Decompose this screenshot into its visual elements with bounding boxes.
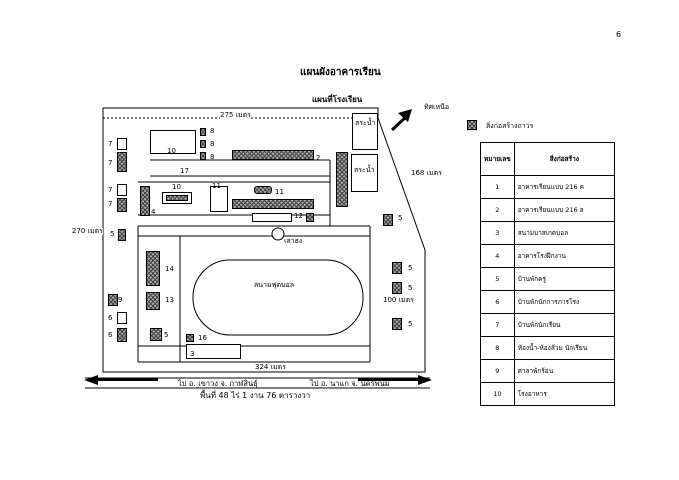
- building-label: 4: [151, 208, 156, 216]
- pool-north: สระน้ำ: [352, 113, 378, 150]
- building-9: [108, 294, 118, 306]
- building-7b: [117, 152, 127, 172]
- building-2: [232, 150, 314, 160]
- building-12-annex: [306, 213, 314, 222]
- building-label: 7: [108, 186, 113, 194]
- building-label: 12: [294, 212, 303, 220]
- building-label: 6: [108, 314, 113, 322]
- building-6a: [117, 312, 127, 324]
- building-label: 8: [210, 153, 215, 161]
- building-label: 7: [108, 200, 113, 208]
- building-16: [186, 334, 194, 342]
- building-7a: [117, 138, 127, 150]
- road-left-label: ไป อ. เขาวง จ. กาฬสินธุ์: [178, 379, 258, 388]
- building-11: [254, 186, 272, 194]
- building-4: [140, 186, 150, 216]
- legend-header-row: หมายเลข สิ่งก่อสร้าง: [480, 142, 616, 176]
- building-10-hatched: [166, 195, 188, 201]
- pool-east: สระน้ำ: [351, 154, 378, 192]
- building-13: [146, 292, 160, 310]
- building-label: 8: [210, 127, 215, 135]
- basketball-court: [186, 344, 241, 359]
- legend-header-no: หมายเลข: [480, 142, 515, 176]
- building-5-east-c: [392, 282, 402, 294]
- building-8b: [200, 140, 206, 148]
- building-label: 11: [275, 188, 284, 196]
- building-6b: [117, 328, 127, 342]
- building-5-east-a: [383, 214, 393, 226]
- building-1: [232, 199, 314, 209]
- building-14: [146, 251, 160, 286]
- building-east-strip: [336, 152, 348, 207]
- page-number: 6: [616, 30, 622, 39]
- area-label: พื้นที่ 48 ไร่ 1 งาน 76 ตารางวา: [200, 391, 311, 400]
- boundary-line: [102, 107, 426, 373]
- page-title: แผนผังอาคารเรียน: [300, 67, 381, 78]
- building-label: 16: [198, 334, 207, 342]
- building-label: 6: [108, 331, 113, 339]
- building-label: 7: [108, 140, 113, 148]
- building-label: 13: [165, 296, 174, 304]
- building-label: 5: [408, 320, 413, 328]
- building-5-east-b: [392, 262, 402, 274]
- building-label: 17: [180, 167, 189, 175]
- north-arrow-icon: [398, 109, 412, 122]
- building-label: 10: [172, 183, 181, 191]
- dimension-right-upper: 168 เมตร: [411, 169, 442, 177]
- arrow-left-icon: [84, 375, 98, 385]
- building-label: 5: [110, 230, 115, 238]
- building-8c: [200, 152, 206, 160]
- dimension-left: 270 เมตร: [72, 227, 103, 235]
- building-label: 14: [165, 265, 174, 273]
- building-label: 5: [408, 264, 413, 272]
- legend-header-item: สิ่งก่อสร้าง: [513, 142, 616, 176]
- field-label: สนามฟุตบอล: [254, 281, 295, 289]
- building-label: 5: [398, 214, 403, 222]
- road-right-label: ไป อ. นาแก จ. นครพนม: [310, 379, 390, 388]
- flagpole-marker: [271, 227, 285, 241]
- football-field: [192, 259, 364, 336]
- dimension-top: 275 เมตร: [220, 111, 251, 119]
- building-8a: [200, 128, 206, 136]
- building-label: 5: [164, 331, 169, 339]
- building-label: 2: [316, 154, 321, 162]
- building-label: 8: [210, 140, 215, 148]
- building-5-center: [150, 328, 162, 341]
- building-7d: [117, 198, 127, 212]
- building-label: 9: [118, 296, 123, 304]
- building-label: 5: [408, 284, 413, 292]
- building-5-left: [118, 229, 126, 241]
- dimension-bottom: 324 เมตร: [255, 363, 286, 371]
- building-label: 10: [167, 147, 176, 155]
- arrow-right-icon: [418, 375, 432, 385]
- dimension-right-lower: 100 เมตร: [383, 296, 414, 304]
- map-subtitle: แผนที่โรงเรียน: [312, 95, 363, 104]
- legend-permanent-label: สิ่งก่อสร้างถาวร: [486, 122, 534, 130]
- building-10-top: [150, 130, 196, 154]
- building-label: 11: [212, 182, 221, 190]
- north-label: ทิศเหนือ: [424, 103, 450, 111]
- building-12: [252, 213, 292, 222]
- building-7c: [117, 184, 127, 196]
- flagpole-label: เสาธง: [284, 237, 303, 245]
- building-label: 7: [108, 159, 113, 167]
- building-5-east-d: [392, 318, 402, 330]
- building-label: 3: [190, 350, 195, 358]
- permanent-building-swatch: [467, 120, 477, 130]
- building-11-outline: [210, 186, 228, 212]
